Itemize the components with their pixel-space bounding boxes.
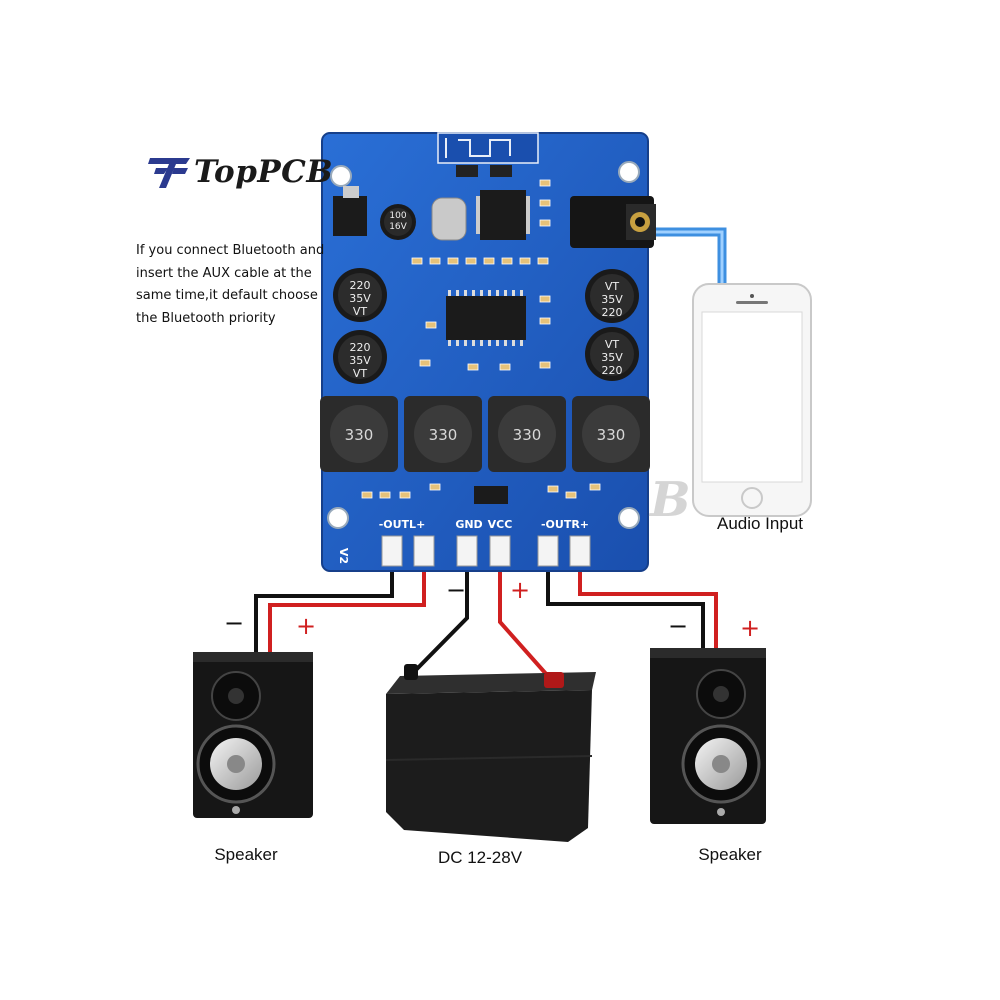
note-line: same time,it default choose bbox=[136, 288, 318, 303]
pin-label-outl: -OUTL+ bbox=[379, 518, 426, 531]
note-line: If you connect Bluetooth and bbox=[136, 243, 325, 258]
pin-label-gnd: GND bbox=[455, 518, 482, 531]
audio-input-label: Audio Input bbox=[716, 514, 803, 533]
svg-text:330: 330 bbox=[513, 426, 542, 444]
svg-text:220: 220 bbox=[602, 364, 623, 377]
smartphone-icon bbox=[692, 283, 812, 517]
battery-icon bbox=[385, 664, 596, 842]
wires bbox=[254, 566, 718, 686]
svg-text:100: 100 bbox=[389, 211, 406, 221]
svg-text:VT: VT bbox=[353, 367, 368, 380]
inductors: 330 330 330 330 bbox=[320, 396, 650, 472]
vcc-plus-sign: + bbox=[510, 576, 531, 604]
svg-text:35V: 35V bbox=[349, 292, 371, 305]
terminal-connectors bbox=[381, 535, 591, 567]
note-line: the Bluetooth priority bbox=[136, 310, 276, 326]
svg-text:VT: VT bbox=[605, 280, 620, 293]
svg-text:330: 330 bbox=[429, 426, 458, 444]
svg-text:35V: 35V bbox=[601, 293, 623, 306]
svg-text:330: 330 bbox=[345, 426, 374, 444]
svg-text:16V: 16V bbox=[389, 222, 407, 232]
toppcb-logo: TopPCB bbox=[148, 152, 333, 192]
bluetooth-priority-note: If you connect Bluetooth and insert the … bbox=[136, 240, 326, 330]
toppcb-logo-icon bbox=[148, 158, 190, 188]
svg-text:220: 220 bbox=[350, 341, 371, 354]
pin-label-vcc: VCC bbox=[488, 518, 513, 531]
right-minus-sign: − bbox=[668, 612, 689, 640]
power-label: DC 12-28V bbox=[437, 848, 523, 867]
amplifier-board: 220 35V VT 220 35V VT VT 35V 220 VT 35V … bbox=[320, 132, 656, 572]
svg-text:35V: 35V bbox=[601, 351, 623, 364]
svg-text:220: 220 bbox=[602, 306, 623, 319]
board-version: V2 bbox=[337, 548, 350, 564]
left-minus-sign: − bbox=[224, 609, 245, 637]
left-plus-sign: + bbox=[296, 612, 317, 640]
note-line: insert the AUX cable at the bbox=[136, 265, 312, 281]
svg-text:330: 330 bbox=[597, 426, 626, 444]
right-plus-sign: + bbox=[740, 614, 761, 642]
right-speaker bbox=[650, 648, 766, 824]
svg-text:35V: 35V bbox=[349, 354, 371, 367]
watermark-icon: B bbox=[648, 472, 691, 528]
brand-name: TopPCB bbox=[194, 154, 334, 190]
pin-label-outr: -OUTR+ bbox=[541, 518, 589, 531]
cap-value-1: 220 bbox=[350, 279, 371, 292]
gnd-minus-sign: − bbox=[446, 576, 467, 604]
left-speaker-label: Speaker bbox=[214, 845, 278, 864]
svg-text:VT: VT bbox=[605, 338, 620, 351]
right-speaker-label: Speaker bbox=[698, 845, 762, 864]
svg-text:VT: VT bbox=[353, 305, 368, 318]
left-speaker bbox=[193, 652, 313, 818]
